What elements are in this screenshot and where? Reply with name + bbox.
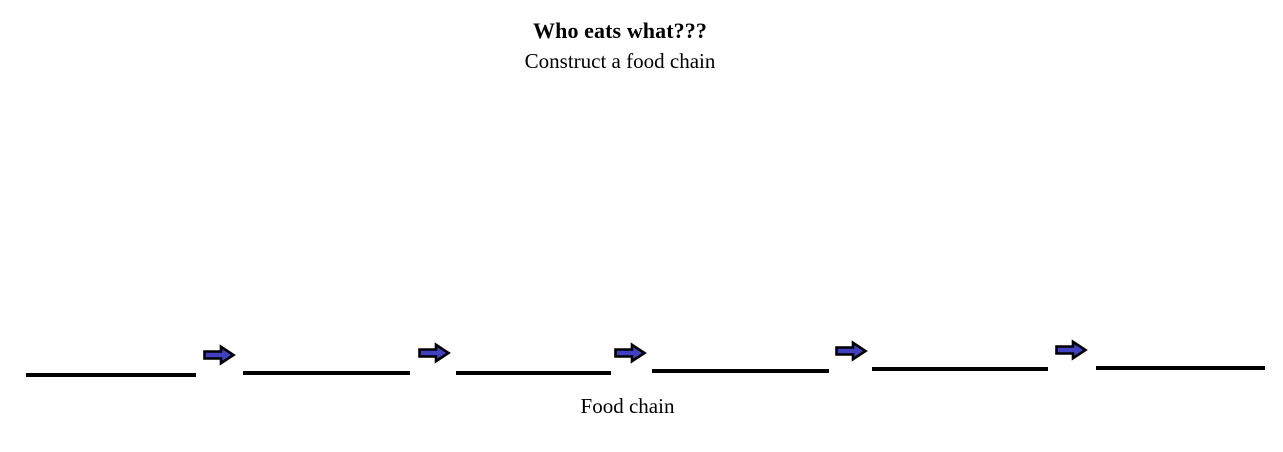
blank-line-3[interactable] xyxy=(456,371,611,375)
right-block-arrow-icon xyxy=(418,342,451,364)
right-block-arrow-icon xyxy=(835,340,868,362)
blank-line-1[interactable] xyxy=(26,373,196,377)
food-chain-caption: Food chain xyxy=(580,394,675,418)
blank-line-6[interactable] xyxy=(1096,366,1265,370)
blank-line-2[interactable] xyxy=(243,371,410,375)
right-block-arrow-icon xyxy=(1055,339,1088,361)
page-subtitle: Construct a food chain xyxy=(524,49,716,73)
heading-block: Who eats what??? Construct a food chain xyxy=(0,16,1240,76)
blank-line-5[interactable] xyxy=(872,367,1048,371)
right-block-arrow-icon xyxy=(614,342,647,364)
page-title: Who eats what??? xyxy=(533,18,707,43)
blank-line-4[interactable] xyxy=(652,369,829,373)
right-block-arrow-icon xyxy=(203,344,236,366)
